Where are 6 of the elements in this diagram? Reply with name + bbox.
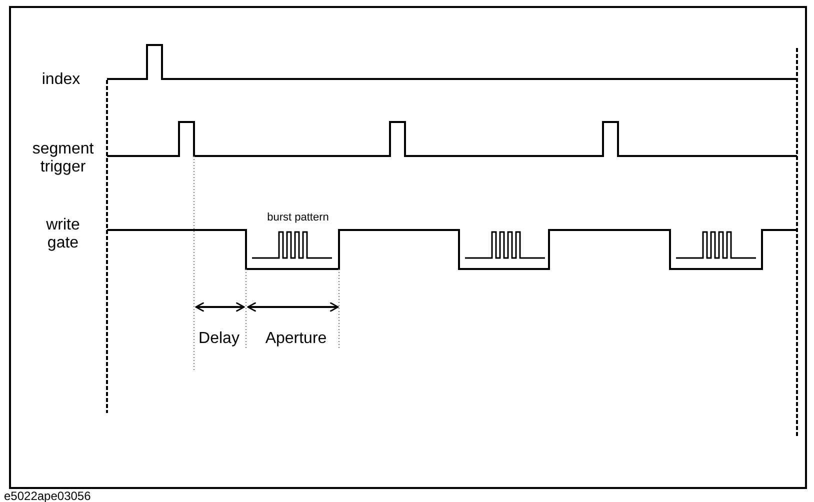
signal-label: write gate [45,216,81,254]
annotation-label: burst pattern [267,212,329,224]
dimension-label: Aperture [265,330,327,348]
dimension-label: Delay [198,330,240,348]
signal-label: segment trigger [31,140,95,178]
signal-label: index [40,70,82,90]
